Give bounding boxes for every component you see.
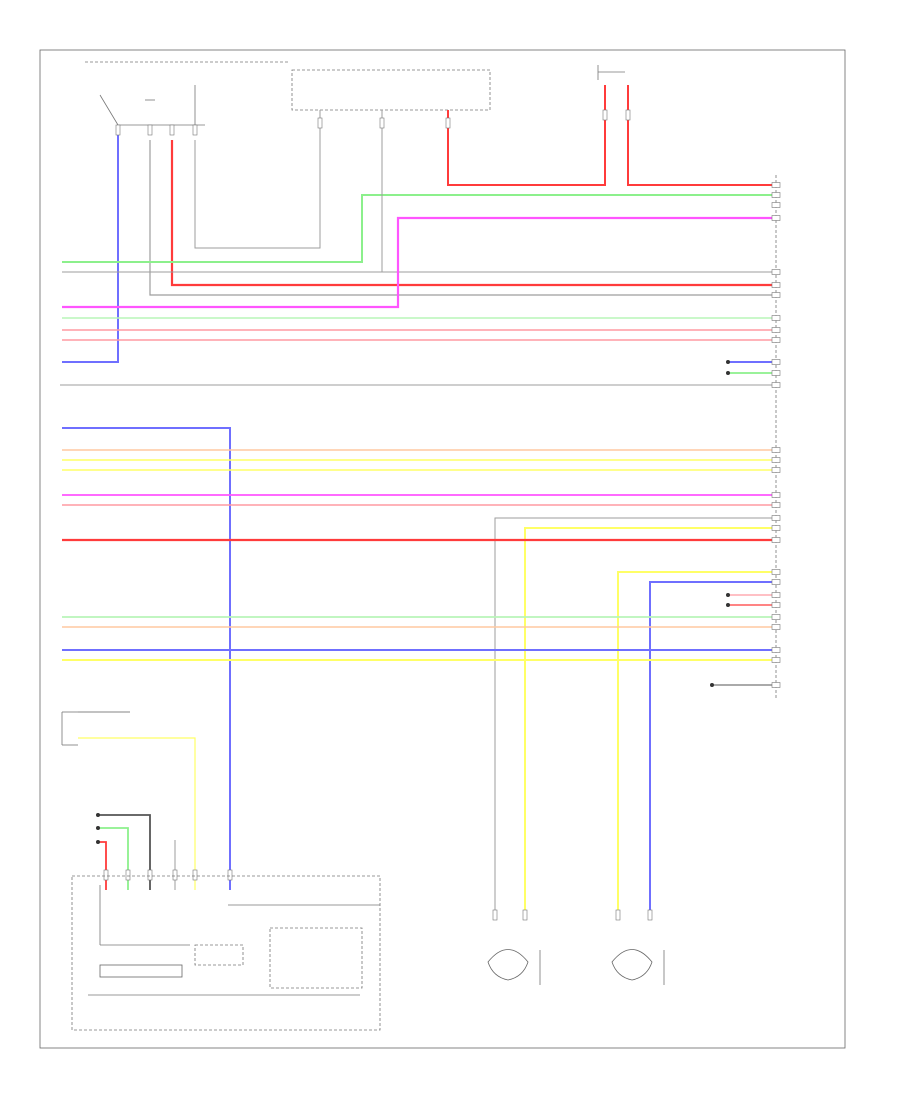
connector-layer bbox=[96, 109, 781, 921]
diagram-frame bbox=[39, 49, 846, 1049]
wire-gray-6 bbox=[494, 517, 776, 910]
module-pin-4 bbox=[771, 215, 781, 221]
connector-stub-6 bbox=[379, 117, 385, 129]
splice-dot-3 bbox=[726, 593, 730, 597]
module-pin-6 bbox=[771, 282, 781, 288]
wire-yellow-lower bbox=[78, 737, 196, 890]
module-pin-25 bbox=[771, 602, 781, 608]
module-pin-7 bbox=[771, 292, 781, 298]
top-relay-group bbox=[291, 69, 491, 111]
module-pin-21 bbox=[771, 537, 781, 543]
connector-stub-5 bbox=[317, 117, 323, 129]
module-pin-17 bbox=[771, 492, 781, 498]
bottom-sensor-right bbox=[611, 949, 665, 985]
splice-dot-6 bbox=[96, 826, 100, 830]
wire-yellow-4 bbox=[617, 571, 776, 910]
module-pin-29 bbox=[771, 657, 781, 663]
connector-stub-18 bbox=[615, 909, 621, 921]
module-pin-24 bbox=[771, 592, 781, 598]
wire-gray-2 bbox=[194, 110, 321, 249]
module-pin-28 bbox=[771, 647, 781, 653]
wire-green-1 bbox=[62, 194, 776, 263]
wire-red-1 bbox=[170, 140, 776, 287]
connector-stub-8 bbox=[602, 109, 608, 121]
module-pin-26 bbox=[771, 614, 781, 620]
module-pin-10 bbox=[771, 337, 781, 343]
connector-stub-1 bbox=[115, 124, 121, 136]
module-pin-14 bbox=[771, 447, 781, 453]
connector-stub-3 bbox=[169, 124, 175, 136]
wire-blue-left bbox=[62, 130, 119, 363]
connector-stub-19 bbox=[647, 909, 653, 921]
splice-dot-8 bbox=[710, 683, 714, 687]
module-pin-20 bbox=[771, 525, 781, 531]
module-pin-5 bbox=[771, 269, 781, 275]
module-pin-2 bbox=[771, 192, 781, 198]
connector-stub-7 bbox=[445, 117, 451, 129]
wire-gray-1 bbox=[149, 140, 776, 296]
module-pin-9 bbox=[771, 327, 781, 333]
top-right-sensor bbox=[597, 65, 625, 80]
left-lower-sensor bbox=[61, 711, 78, 746]
module-pin-23 bbox=[771, 579, 781, 585]
wire-blue-main bbox=[62, 427, 231, 890]
module-pin-30 bbox=[771, 682, 781, 688]
combination-meter bbox=[71, 875, 381, 1031]
wire-black-lower bbox=[98, 814, 151, 890]
connector-stub-11 bbox=[125, 869, 131, 881]
splice-dot-7 bbox=[96, 840, 100, 844]
wire-red-top bbox=[447, 85, 606, 186]
splice-dot-1 bbox=[726, 360, 730, 364]
connector-stub-10 bbox=[103, 869, 109, 881]
module-pin-15 bbox=[771, 457, 781, 463]
connector-stub-17 bbox=[522, 909, 528, 921]
connector-stub-16 bbox=[492, 909, 498, 921]
connector-stub-9 bbox=[625, 109, 631, 121]
connector-stub-12 bbox=[147, 869, 153, 881]
connector-stub-2 bbox=[147, 124, 153, 136]
module-pin-1 bbox=[771, 182, 781, 188]
connector-stub-14 bbox=[192, 869, 198, 881]
module-pin-13 bbox=[771, 382, 781, 388]
splice-dot-2 bbox=[726, 371, 730, 375]
splice-dot-4 bbox=[726, 603, 730, 607]
bottom-sensor-left bbox=[487, 949, 541, 985]
module-pin-18 bbox=[771, 502, 781, 508]
module-pin-8 bbox=[771, 315, 781, 321]
wire-green-lower bbox=[98, 827, 129, 890]
splice-dot-5 bbox=[96, 813, 100, 817]
module-pin-11 bbox=[771, 359, 781, 365]
module-pin-12 bbox=[771, 370, 781, 376]
module-pin-27 bbox=[771, 624, 781, 630]
connector-stub-15 bbox=[227, 869, 233, 881]
wire-red-top-2 bbox=[627, 85, 776, 186]
wire-red-lower bbox=[98, 841, 107, 890]
wire-layer bbox=[60, 85, 776, 910]
module-pin-22 bbox=[771, 569, 781, 575]
module-pin-19 bbox=[771, 515, 781, 521]
connector-stub-13 bbox=[172, 869, 178, 881]
top-fuse-block bbox=[85, 61, 290, 126]
module-pin-16 bbox=[771, 467, 781, 473]
wire-blue-2 bbox=[649, 581, 776, 910]
module-pin-3 bbox=[771, 202, 781, 208]
wire-yellow-3 bbox=[524, 527, 776, 910]
wire-magenta-1 bbox=[62, 216, 776, 309]
connector-stub-4 bbox=[192, 124, 198, 136]
